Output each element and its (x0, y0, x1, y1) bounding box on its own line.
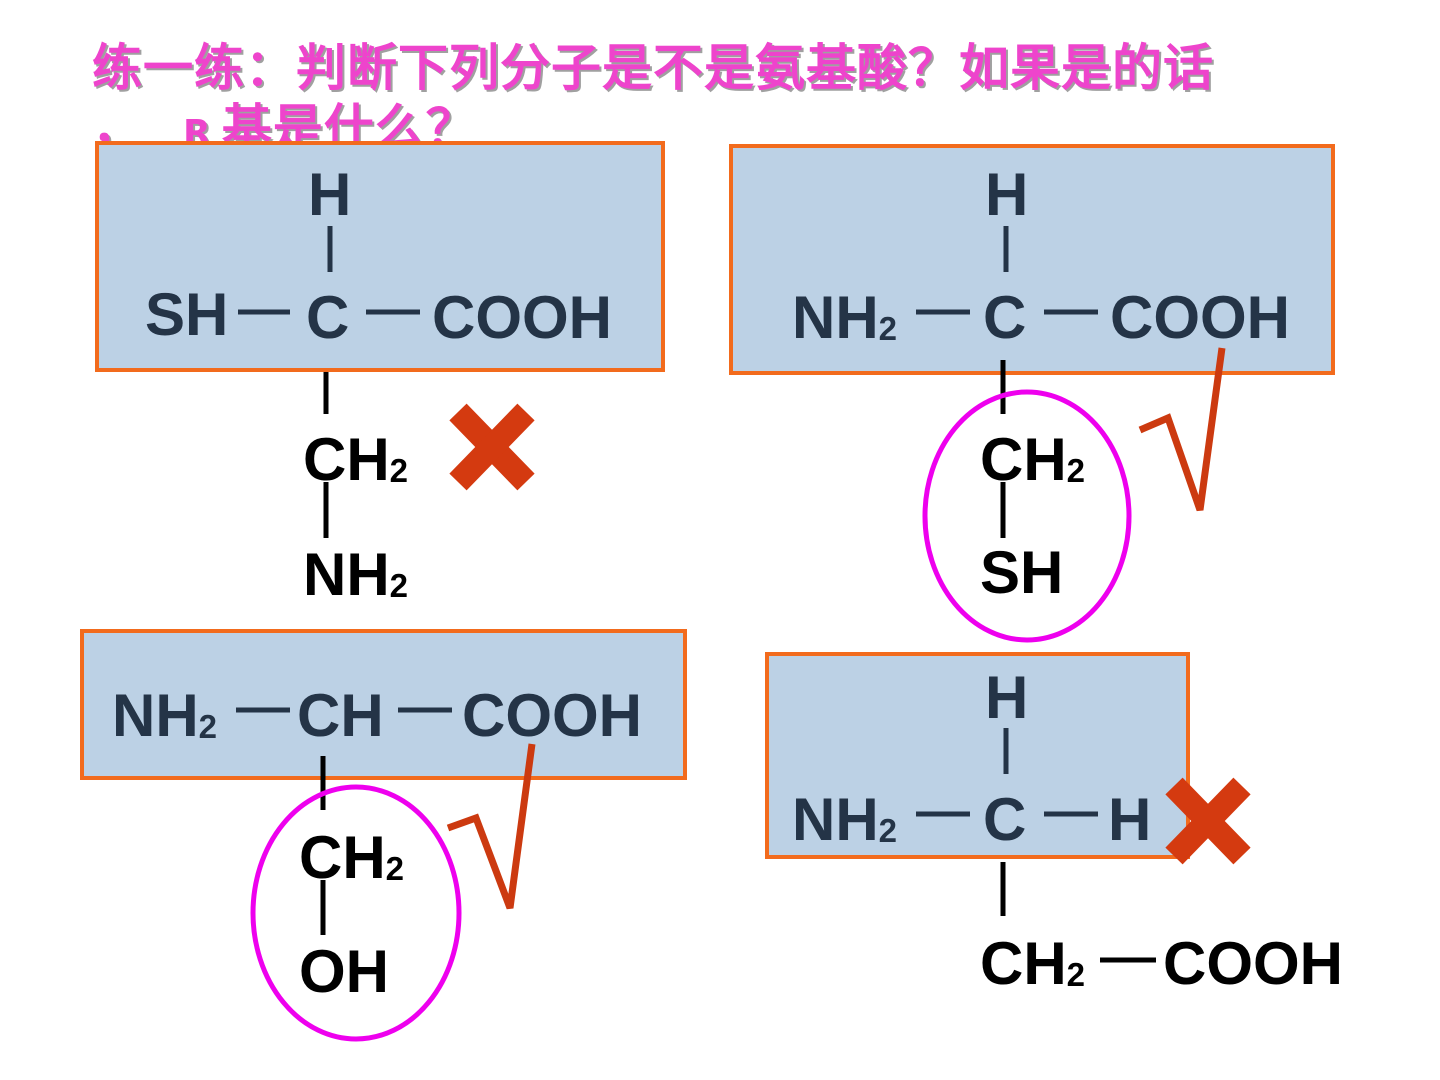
mol2-c: C (983, 284, 1027, 351)
mol4-c: C (983, 786, 1027, 853)
mol3-cooh: COOH (462, 682, 642, 749)
backbone-box-3 (80, 629, 687, 780)
mol2-cooh: COOH (1110, 284, 1290, 351)
mol1-h: H (308, 161, 352, 228)
mol1-cooh: COOH (432, 284, 612, 351)
title-line-1: 练一练：判断下列分子是不是氨基酸？如果是的话 (92, 39, 1214, 97)
mol2-h: H (985, 161, 1029, 228)
mol1-sh: SH (145, 281, 229, 348)
backbone-box-4 (765, 652, 1190, 859)
mol1-ch2: CH2 (303, 426, 409, 493)
cross-mark-4 (1165, 777, 1251, 865)
mol1-nh2: NH2 (303, 541, 409, 608)
mol4-nh2: NH2 (792, 786, 898, 853)
mol1-c: C (306, 284, 350, 351)
mol3-oh: OH (299, 938, 389, 1005)
mol2-nh2: NH2 (792, 284, 898, 351)
backbone-box-2 (729, 144, 1335, 375)
mol4-h-top: H (985, 664, 1029, 731)
cross-mark-1 (449, 403, 535, 491)
mol2-r-group-circle (922, 389, 1132, 643)
mol4-bonds (916, 728, 1098, 817)
mol2-sh: SH (980, 539, 1064, 606)
mol3-ch: CH (297, 682, 384, 749)
mol3-ch2: CH2 (299, 824, 405, 891)
mol4-cooh: COOH (1163, 930, 1343, 997)
check-mark-2 (1138, 347, 1226, 512)
mol4-h-right: H (1108, 786, 1152, 853)
mol3-nh2: NH2 (112, 682, 218, 749)
check-mark-3 (446, 743, 536, 910)
backbone-box-1 (95, 141, 665, 372)
mol1-bonds (238, 226, 420, 315)
mol4-ch2: CH2 (980, 930, 1086, 997)
mol4-lower-bonds (1000, 862, 1156, 963)
mol3-r-group-circle (250, 784, 462, 1042)
mol2-bonds (916, 226, 1098, 315)
mol2-ch2: CH2 (980, 426, 1086, 493)
